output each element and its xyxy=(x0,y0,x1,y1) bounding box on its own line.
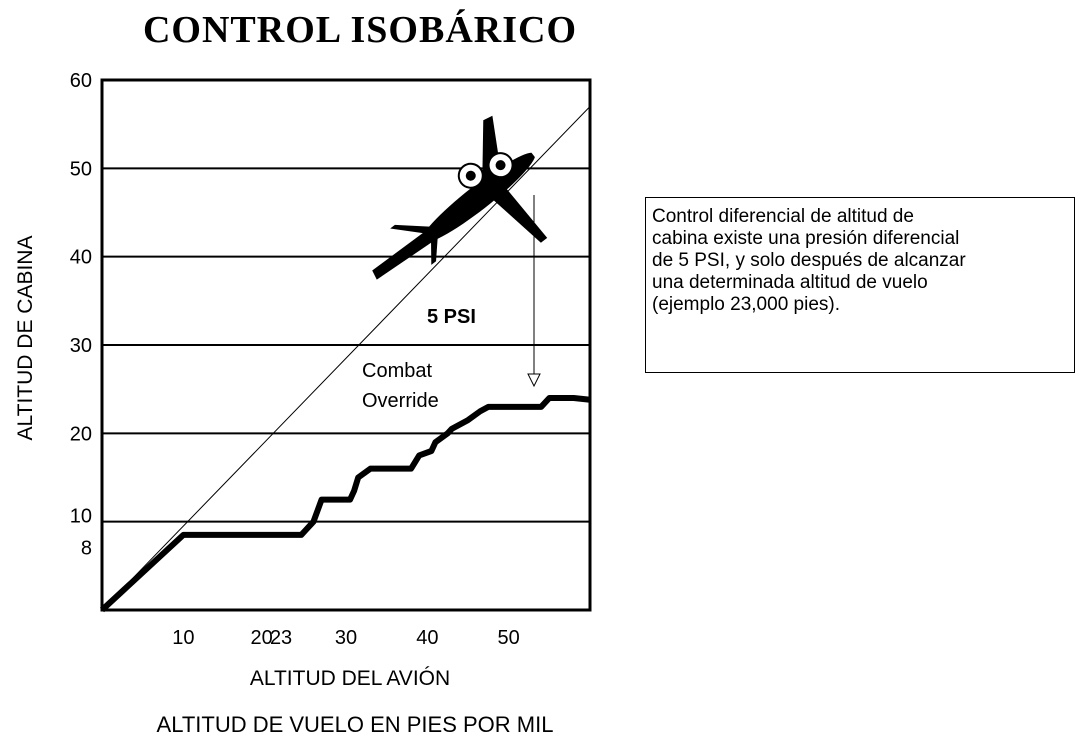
note-line-4: una determinada altitud de vuelo xyxy=(652,272,928,293)
reference-line xyxy=(101,106,591,611)
note-line-2: cabina existe una presión diferencial xyxy=(652,228,960,249)
y-tick-label-20: 20 xyxy=(70,423,92,445)
grid-layer xyxy=(102,167,590,523)
x-axis-subtitle: ALTITUD DE VUELO EN PIES POR MIL xyxy=(156,712,554,737)
x-tick-label-30: 30 xyxy=(335,627,357,649)
airplane-icon xyxy=(372,115,548,280)
x-tick-label-23: 23 xyxy=(270,627,292,649)
explanation-box: Control diferencial de altitud de cabina… xyxy=(645,197,1075,373)
y-tick-label-30: 30 xyxy=(70,335,92,357)
note-line-3: de 5 PSI, y solo después de alcanzar xyxy=(652,250,966,271)
combat-annotation: Combat xyxy=(362,360,432,382)
x-tick-label-40: 40 xyxy=(416,627,438,649)
override-annotation: Override xyxy=(362,390,439,412)
psi-annotation: 5 PSI xyxy=(427,306,476,328)
series-layer xyxy=(99,106,591,613)
x-tick-label-10: 10 xyxy=(172,627,194,649)
y-tick-label-8: 8 xyxy=(81,537,92,559)
y-axis-label: ALTITUD DE CABINA xyxy=(14,235,37,441)
y-tick-label-60: 60 xyxy=(70,70,92,92)
cabin-altitude-line xyxy=(99,395,591,613)
y-tick-label-40: 40 xyxy=(70,247,92,269)
x-tick-label-20: 20 xyxy=(251,627,273,649)
note-line-1: Control diferencial de altitud de xyxy=(652,206,914,227)
x-axis-label: ALTITUD DEL AVIÓN xyxy=(249,667,451,690)
x-tick-label-50: 50 xyxy=(498,627,520,649)
note-line-5: (ejemplo 23,000 pies). xyxy=(652,294,840,315)
chart-title: CONTROL ISOBÁRICO xyxy=(142,9,578,51)
y-tick-label-10: 10 xyxy=(70,506,92,528)
y-tick-label-50: 50 xyxy=(70,158,92,180)
plot-frame xyxy=(100,78,592,612)
